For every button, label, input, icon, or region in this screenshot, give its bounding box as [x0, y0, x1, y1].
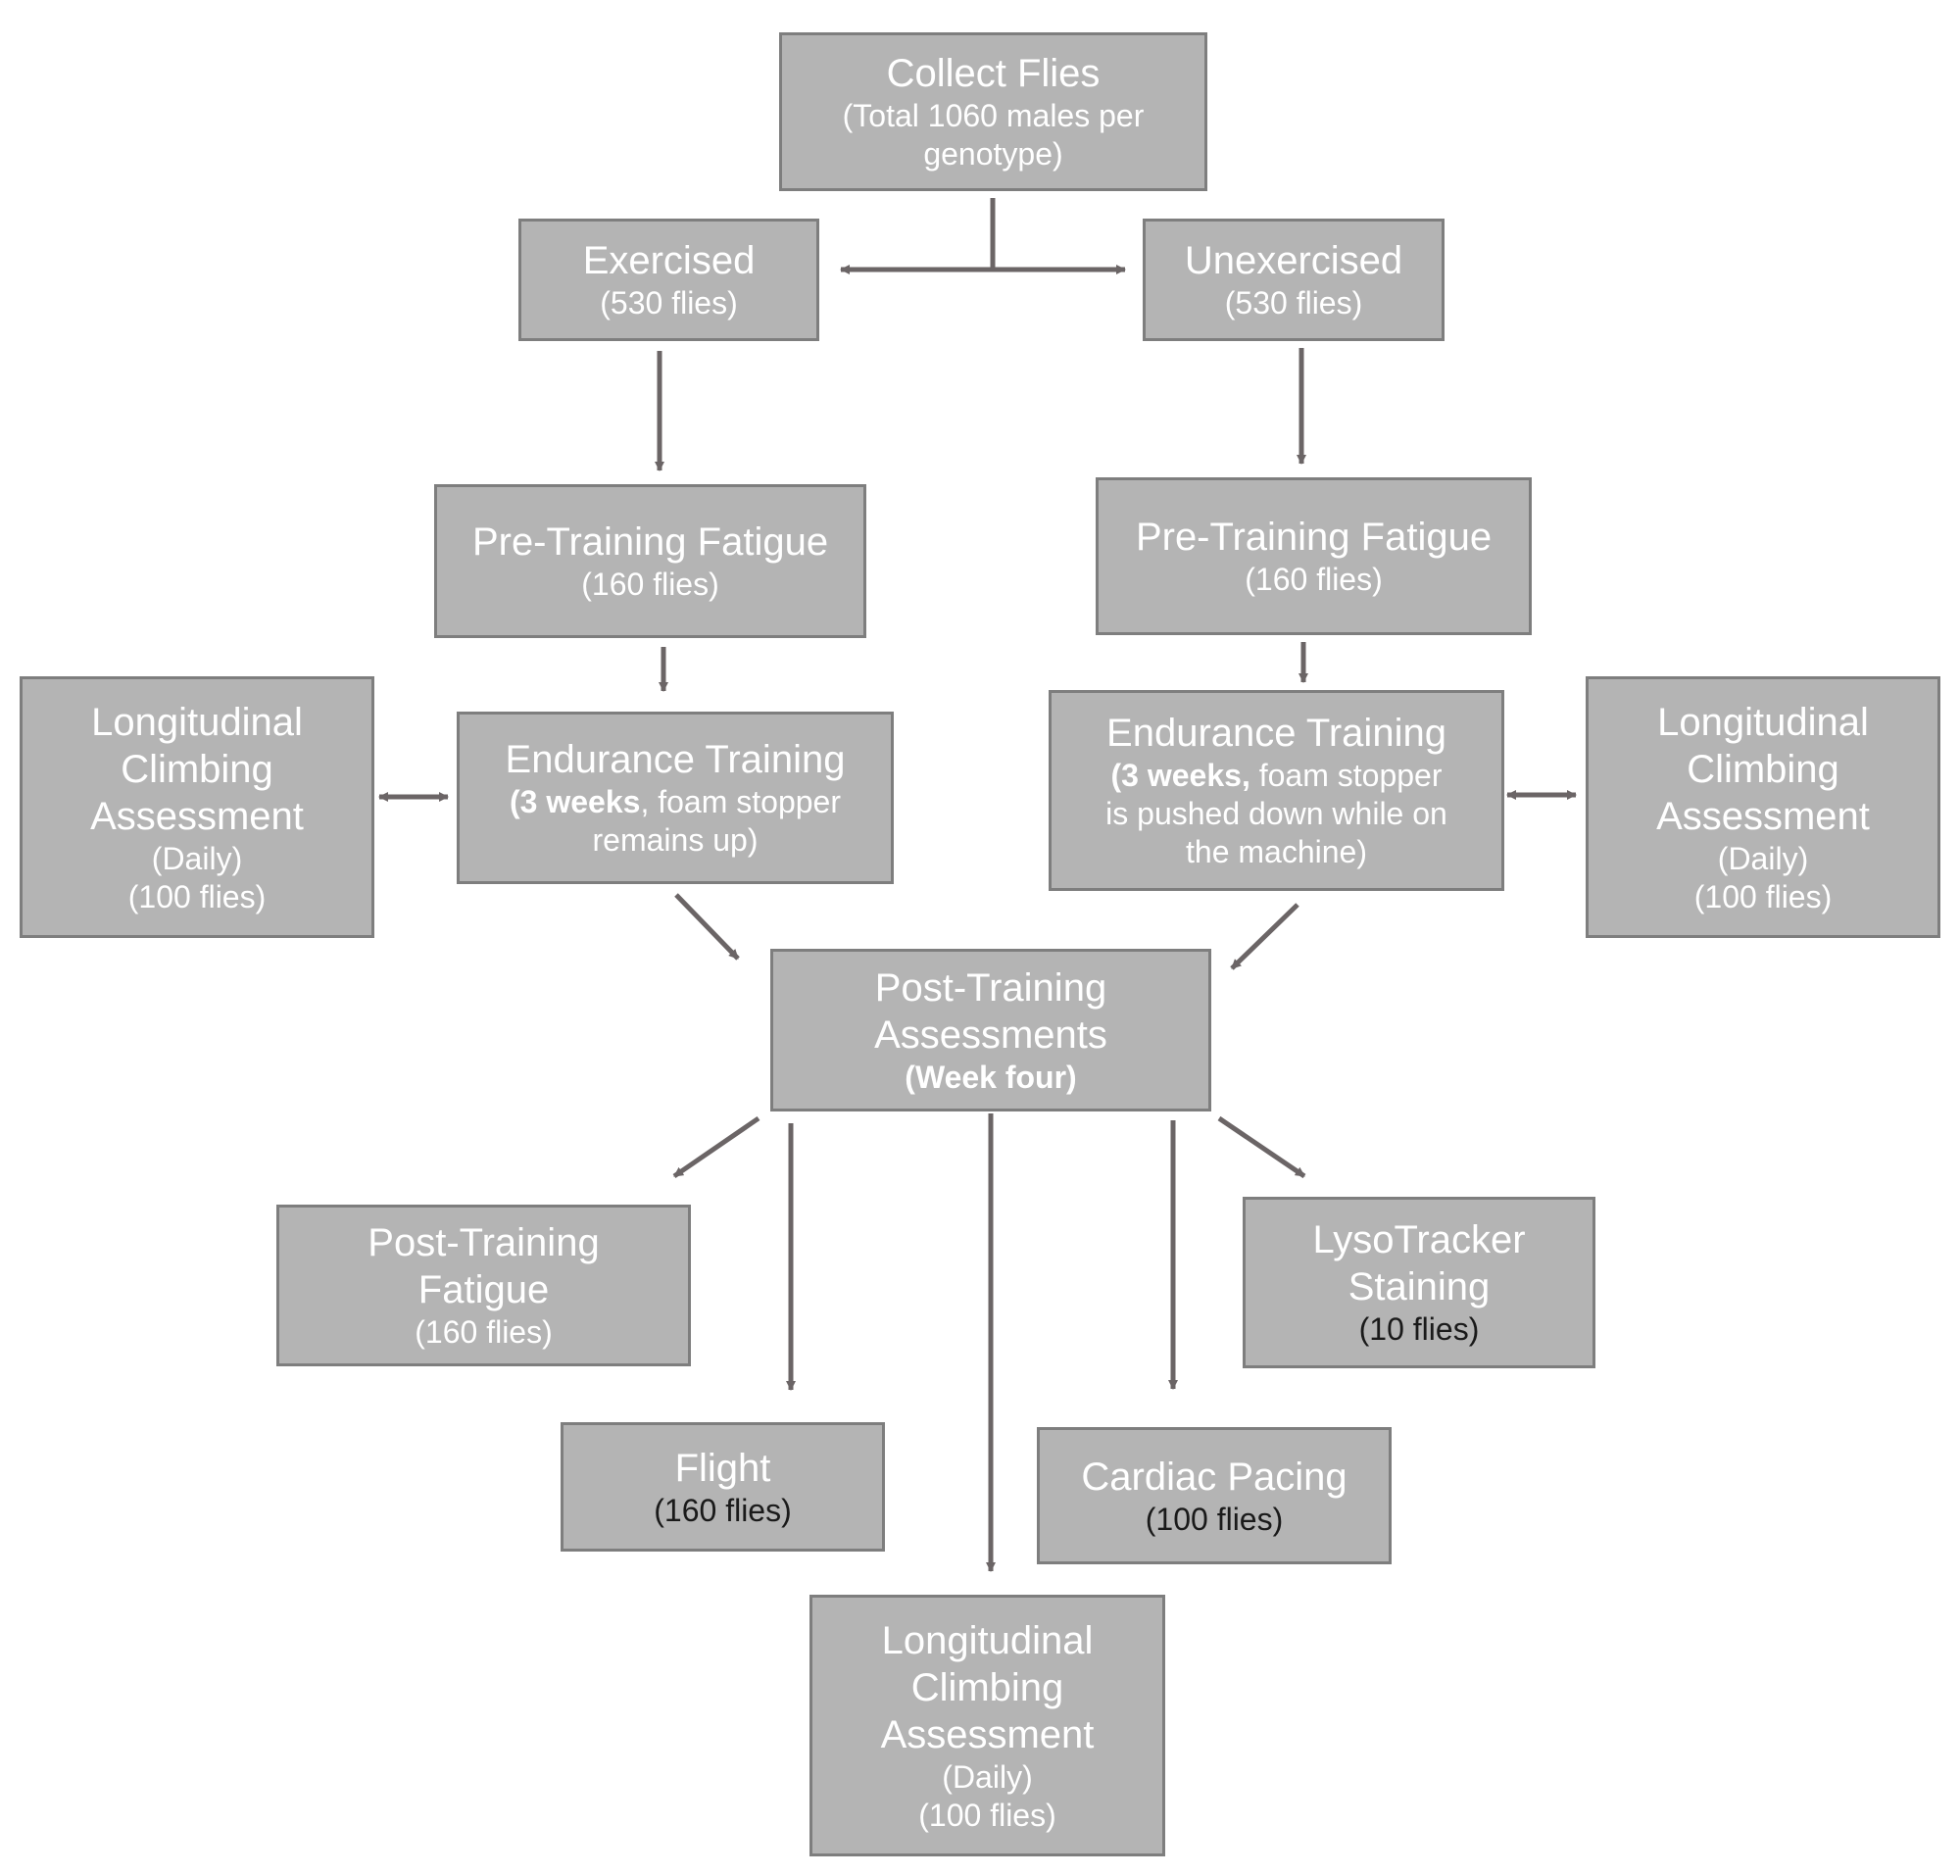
endurance-training-right-detail-1: (3 weeks, foam stopper	[1111, 757, 1443, 795]
post-training-assessments-box: Post-Training Assessments (Week four)	[770, 949, 1211, 1111]
pre-training-fatigue-left-title: Pre-Training Fatigue	[471, 520, 829, 564]
pre-training-fatigue-right-title: Pre-Training Fatigue	[1135, 516, 1493, 559]
longitudinal-right-title-2: Climbing	[1687, 747, 1839, 791]
post-training-fatigue-title-2: Fatigue	[417, 1268, 550, 1311]
endurance-training-right-title: Endurance Training	[1106, 712, 1446, 755]
lysotracker-title-1: LysoTracker	[1312, 1218, 1526, 1261]
longitudinal-right-count: (100 flies)	[1693, 878, 1833, 914]
endurance-training-left-detail-2: remains up)	[592, 822, 759, 858]
endurance-left-to-post-arrow	[674, 893, 740, 961]
collect-flies-title: Collect Flies	[886, 52, 1101, 95]
longitudinal-left-title-1: Longitudinal	[91, 700, 303, 744]
lysotracker-staining-box: LysoTracker Staining (10 flies)	[1243, 1197, 1595, 1368]
post-training-fatigue-title-1: Post-Training	[368, 1221, 600, 1264]
endurance-training-left-box: Endurance Training (3 weeks, foam stoppe…	[457, 712, 894, 884]
longitudinal-left-frequency: (Daily)	[151, 840, 243, 876]
cardiac-pacing-count: (100 flies)	[1145, 1501, 1284, 1537]
longitudinal-climbing-bottom-box: Longitudinal Climbing Assessment (Daily)…	[809, 1595, 1165, 1856]
collect-flies-sub-2: genotype)	[923, 136, 1063, 172]
post-training-title-2: Assessments	[874, 1012, 1107, 1057]
flight-box: Flight (160 flies)	[561, 1422, 885, 1552]
exercised-title: Exercised	[582, 239, 756, 282]
endurance-training-right-detail-2: is pushed down while on	[1105, 796, 1447, 831]
longitudinal-bottom-title-3: Assessment	[880, 1712, 1095, 1756]
longitudinal-right-frequency: (Daily)	[1717, 840, 1809, 876]
longitudinal-left-title-2: Climbing	[121, 747, 273, 791]
longitudinal-climbing-left-box: Longitudinal Climbing Assessment (Daily)…	[20, 676, 374, 938]
longitudinal-right-title-3: Assessment	[1656, 794, 1870, 838]
endurance-left-duration: (3 weeks	[510, 784, 641, 819]
endurance-right-detail-rest: foam stopper	[1250, 758, 1443, 793]
longitudinal-left-title-3: Assessment	[90, 794, 304, 838]
endurance-right-to-post-arrow	[1230, 903, 1299, 970]
longitudinal-climbing-right-box: Longitudinal Climbing Assessment (Daily)…	[1586, 676, 1940, 938]
pre-training-fatigue-right-count: (160 flies)	[1245, 562, 1383, 597]
post-to-fatigue-arrow	[672, 1115, 760, 1179]
longitudinal-bottom-frequency: (Daily)	[942, 1758, 1033, 1795]
flight-title: Flight	[674, 1446, 771, 1490]
pre-training-fatigue-left-box: Pre-Training Fatigue (160 flies)	[434, 484, 866, 638]
cardiac-pacing-box: Cardiac Pacing (100 flies)	[1037, 1427, 1392, 1564]
collect-flies-sub-1: (Total 1060 males per	[842, 98, 1145, 133]
endurance-training-left-detail-1: (3 weeks, foam stopper	[510, 783, 841, 821]
post-training-fatigue-box: Post-Training Fatigue (160 flies)	[276, 1205, 691, 1366]
endurance-training-left-title: Endurance Training	[505, 738, 846, 781]
post-training-title-1: Post-Training	[874, 965, 1107, 1010]
unexercised-title: Unexercised	[1184, 239, 1403, 282]
lysotracker-count: (10 flies)	[1358, 1311, 1480, 1347]
post-to-lyso-arrow	[1217, 1115, 1306, 1179]
longitudinal-bottom-count: (100 flies)	[918, 1797, 1056, 1833]
longitudinal-bottom-title-1: Longitudinal	[881, 1618, 1094, 1662]
lysotracker-title-2: Staining	[1348, 1265, 1491, 1308]
exercised-count: (530 flies)	[600, 285, 738, 321]
cardiac-pacing-title: Cardiac Pacing	[1081, 1455, 1348, 1499]
longitudinal-right-title-1: Longitudinal	[1657, 700, 1869, 744]
endurance-training-right-detail-3: the machine)	[1186, 834, 1367, 869]
longitudinal-bottom-title-2: Climbing	[910, 1665, 1064, 1709]
pre-training-fatigue-right-box: Pre-Training Fatigue (160 flies)	[1096, 477, 1532, 635]
unexercised-count: (530 flies)	[1224, 285, 1363, 321]
post-training-fatigue-count: (160 flies)	[415, 1314, 553, 1350]
post-training-week: (Week four)	[905, 1059, 1077, 1095]
unexercised-box: Unexercised (530 flies)	[1143, 219, 1445, 341]
collect-flies-box: Collect Flies (Total 1060 males per geno…	[779, 32, 1207, 191]
exercised-box: Exercised (530 flies)	[518, 219, 819, 341]
endurance-training-right-box: Endurance Training (3 weeks, foam stoppe…	[1049, 690, 1504, 891]
longitudinal-left-count: (100 flies)	[127, 878, 267, 914]
endurance-right-duration: (3 weeks,	[1110, 758, 1250, 793]
pre-training-fatigue-left-count: (160 flies)	[581, 567, 719, 602]
flight-count: (160 flies)	[654, 1492, 792, 1528]
endurance-left-detail-rest: , foam stopper	[640, 784, 841, 819]
